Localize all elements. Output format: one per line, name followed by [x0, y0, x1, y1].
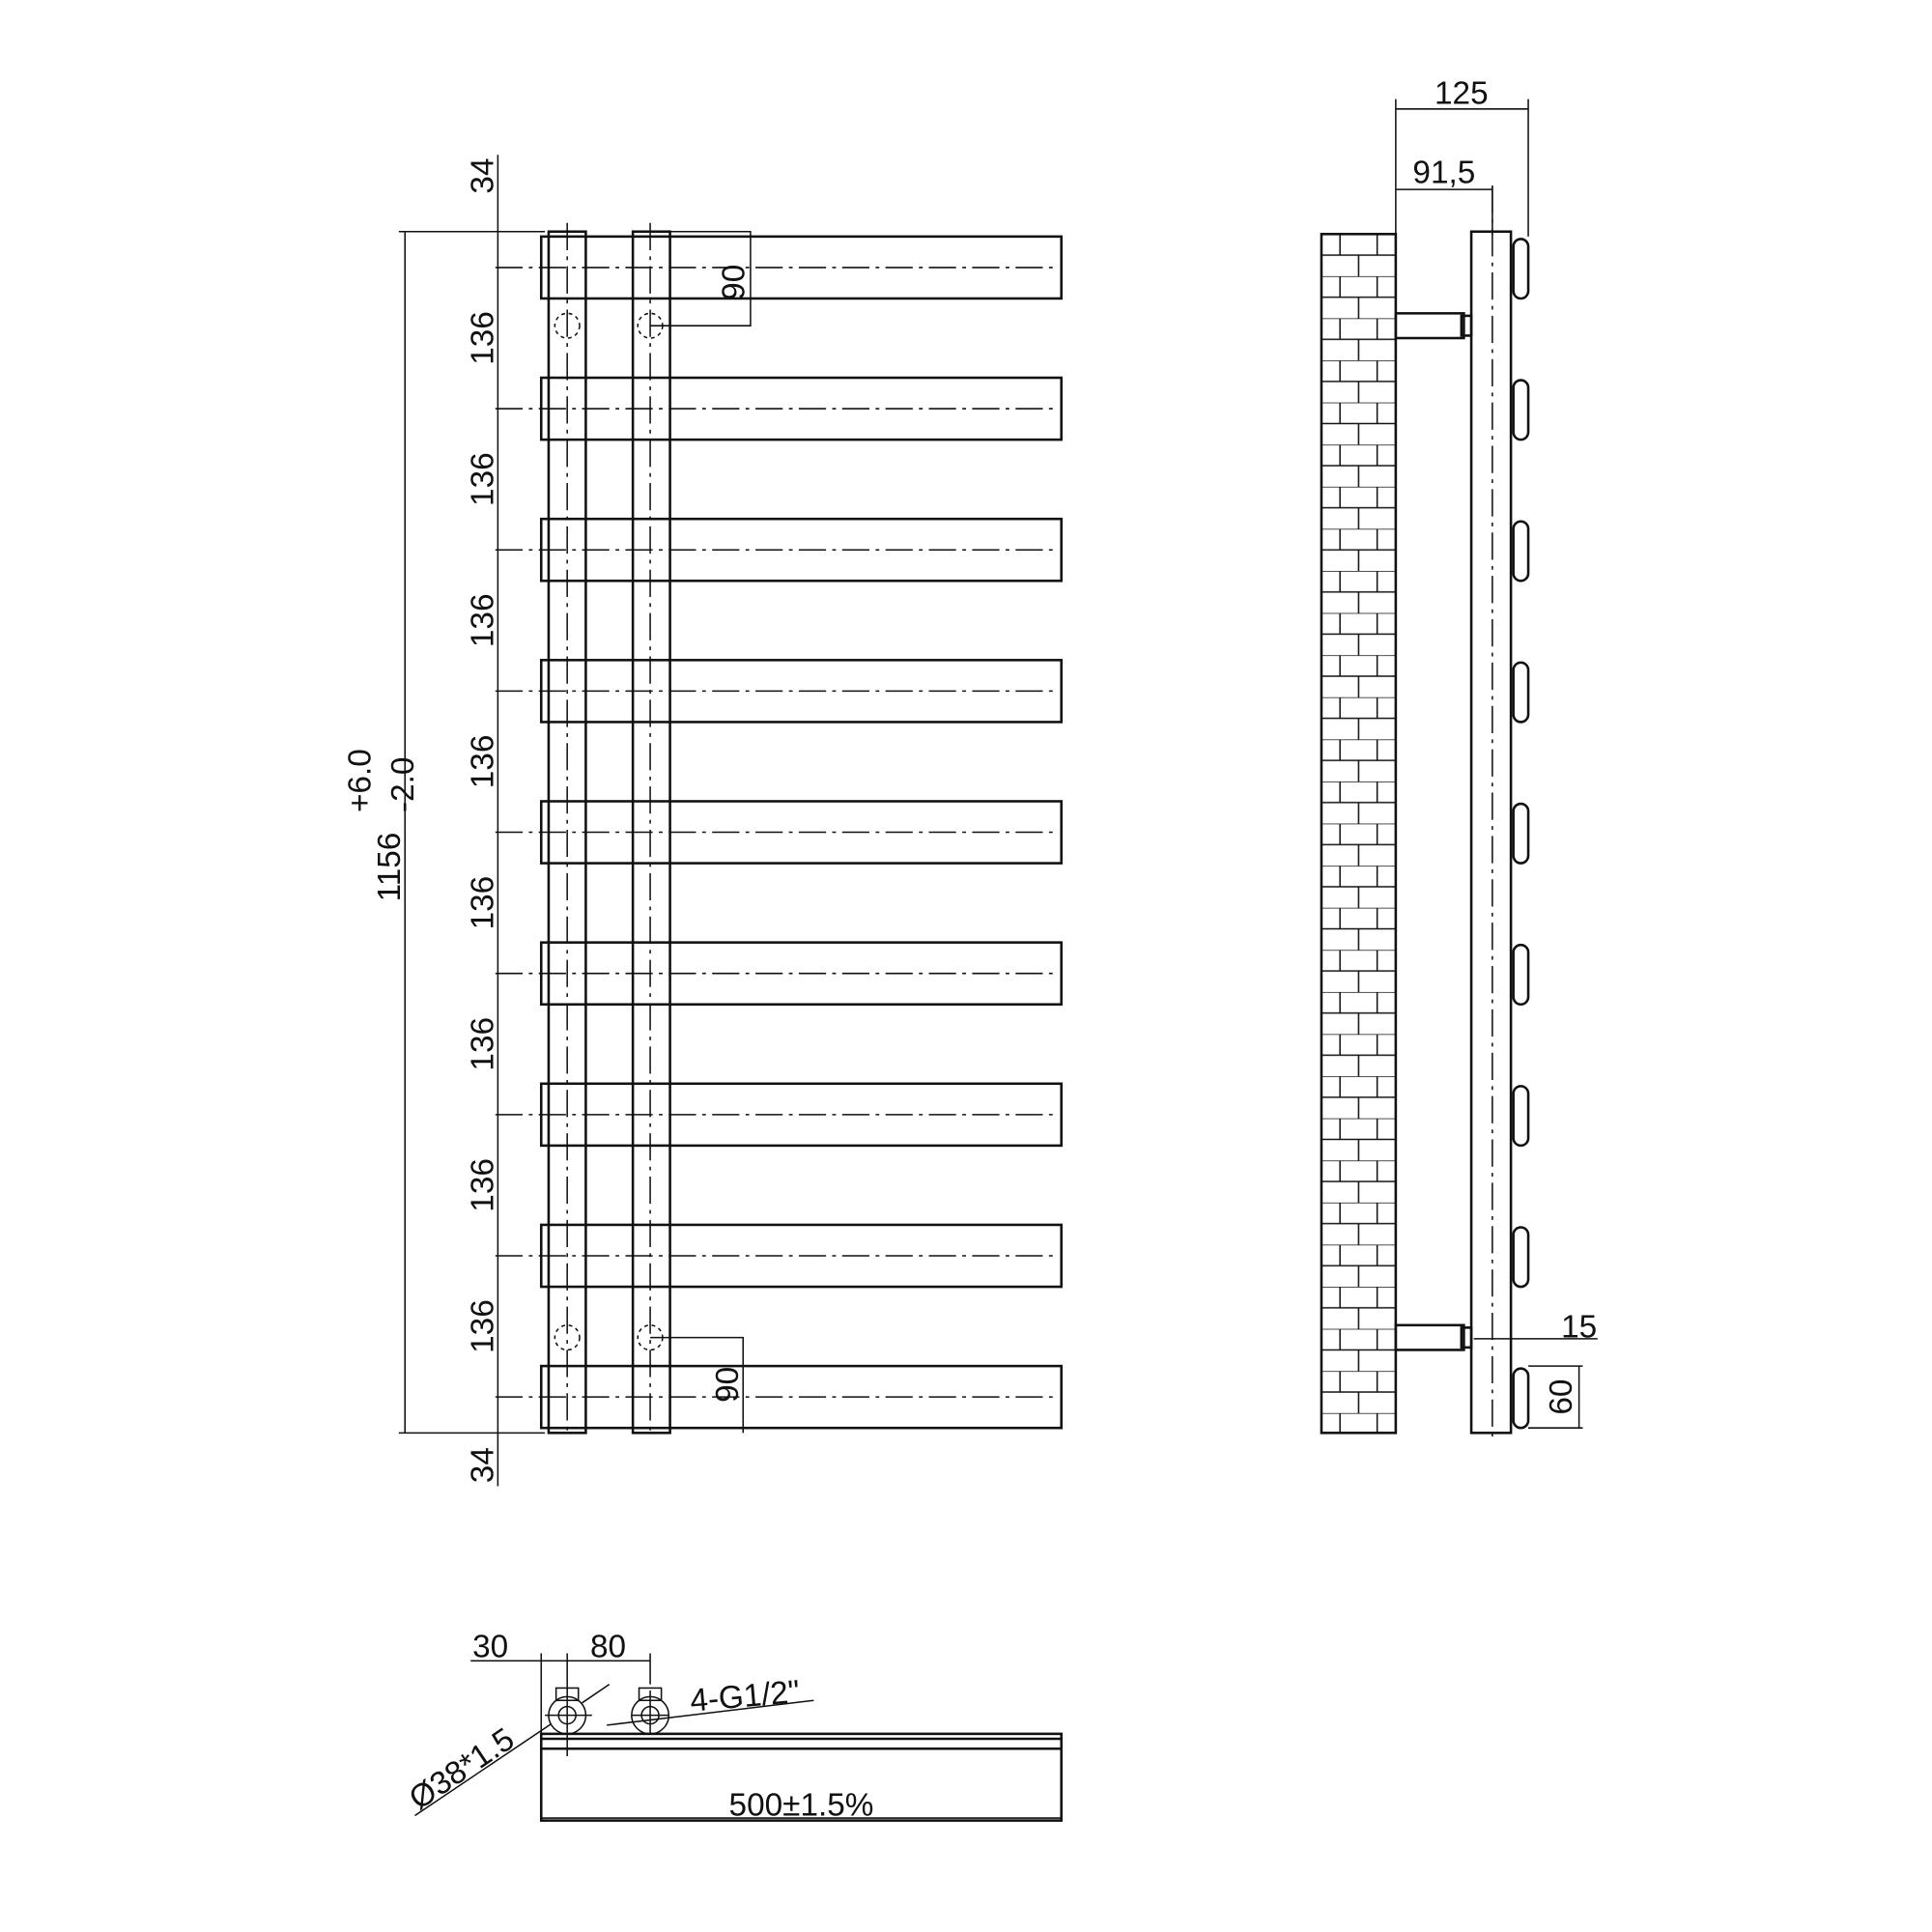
- offset-dimension: [1473, 1338, 1598, 1363]
- pipe-connections: [545, 1687, 670, 1756]
- tolerance-upper: +6.0: [342, 749, 378, 812]
- offset-label: 15: [1561, 1310, 1597, 1346]
- pitch-label: 136: [465, 1299, 500, 1353]
- wall-center-dimension: [1395, 185, 1493, 236]
- edge-to-pipe-label: 30: [472, 1629, 508, 1664]
- bar-end: [1512, 520, 1530, 582]
- bottom-offset-label: 34: [465, 1447, 500, 1483]
- pipe-size-label: Ø38*1.5: [403, 1721, 521, 1817]
- top-connection-label: 90: [717, 265, 753, 300]
- bar-end: [1512, 943, 1530, 1007]
- connection-icon: [554, 312, 581, 339]
- bar-end: [1512, 1226, 1530, 1289]
- wall-center-label: 91,5: [1412, 156, 1475, 191]
- top-offset-label: 34: [465, 158, 500, 194]
- pitch-label: 136: [465, 735, 500, 789]
- bar-end: [1512, 379, 1530, 441]
- bottom-view: 30 80 4-G1/2" Ø38*1.5 500±1.5%: [403, 1629, 1063, 1823]
- bar-height-label: 60: [1544, 1379, 1579, 1415]
- front-view: 136 136 136 136 136 136 136 136 34 34 1156 +6.0…: [342, 155, 1063, 1487]
- tolerance-lower: -2.0: [385, 757, 421, 812]
- radiator-side-panel: [1469, 230, 1513, 1435]
- width-label: 500±1.5%: [729, 1787, 874, 1823]
- top-bracket: [1394, 312, 1465, 340]
- bottom-bracket: [1394, 1323, 1465, 1351]
- brick-wall: [1320, 233, 1398, 1435]
- depth-dimension: [1395, 99, 1529, 237]
- pitch-label: 136: [465, 594, 500, 648]
- bar-end: [1512, 661, 1530, 724]
- thread-label: 4-G1/2": [689, 1674, 802, 1719]
- top-connection-dimension: [633, 230, 752, 327]
- pitch-label: 136: [465, 1158, 500, 1212]
- thread-leader: [582, 1683, 814, 1726]
- bottom-connection-dimension: [650, 1336, 745, 1434]
- pipe-spacing-dimension: [470, 1653, 651, 1734]
- bottom-connection-label: 90: [710, 1367, 746, 1403]
- pitch-label: 136: [465, 452, 500, 506]
- bar-end: [1512, 802, 1530, 865]
- bar-end: [1512, 238, 1530, 300]
- pipe-size-leader: [414, 1722, 552, 1817]
- bar-height-dimension: [1528, 1365, 1583, 1429]
- depth-label: 125: [1435, 76, 1489, 112]
- connection-icon: [554, 1324, 581, 1351]
- bar-end: [1512, 1367, 1530, 1430]
- side-view: 125 91,5 15 60: [1320, 76, 1598, 1437]
- pipe-spacing-label: 80: [590, 1629, 626, 1664]
- pitch-label: 136: [465, 311, 500, 365]
- overall-height-label: 1156: [372, 833, 408, 902]
- pitch-label: 136: [465, 1017, 500, 1071]
- pitch-label: 136: [465, 876, 500, 930]
- bar-end: [1512, 1085, 1530, 1148]
- bar-plan: [539, 1732, 1063, 1822]
